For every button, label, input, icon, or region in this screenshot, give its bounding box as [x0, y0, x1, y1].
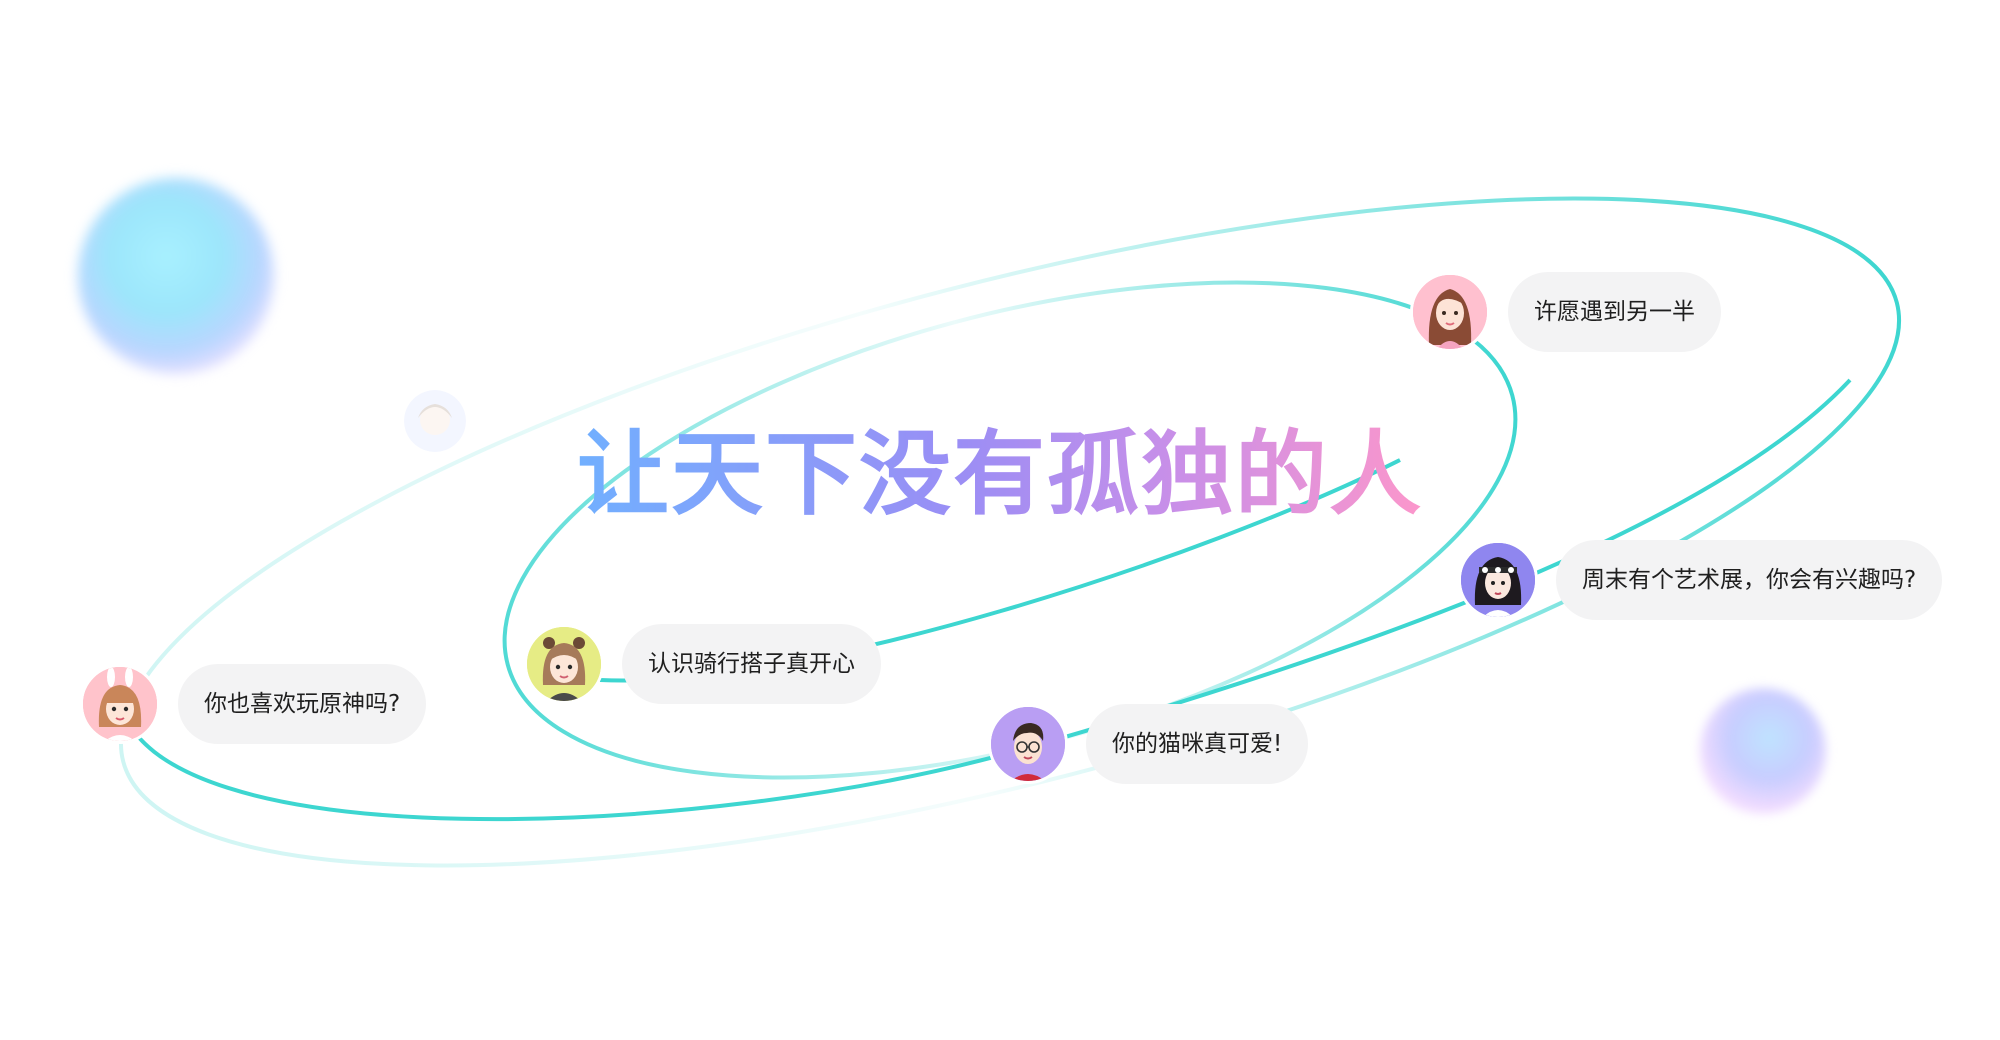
- message-bubble-1: 许愿遇到另一半: [1508, 272, 1721, 352]
- girl-bunny-ears-avatar: [80, 664, 160, 744]
- man-headband-avatar: [1458, 540, 1538, 620]
- right-glow-orb: [1700, 688, 1826, 814]
- message-bubble-5: 你的猫咪真可爱!: [1086, 704, 1309, 784]
- girl-bear-ears-avatar: [524, 624, 604, 704]
- faded-avatar: [404, 390, 466, 452]
- message-bubble-3: 认识骑行搭子真开心: [622, 624, 881, 704]
- headline: 让天下没有孤独的人: [560, 420, 1440, 530]
- woman-long-hair-avatar: [1410, 272, 1490, 352]
- outer-orbit: [118, 196, 1902, 868]
- left-glow-orb: [78, 178, 274, 374]
- message-bubble-2: 周末有个艺术展，你会有兴趣吗?: [1556, 540, 1943, 620]
- message-bubble-4: 你也喜欢玩原神吗?: [178, 664, 427, 744]
- boy-glasses-avatar: [988, 704, 1068, 784]
